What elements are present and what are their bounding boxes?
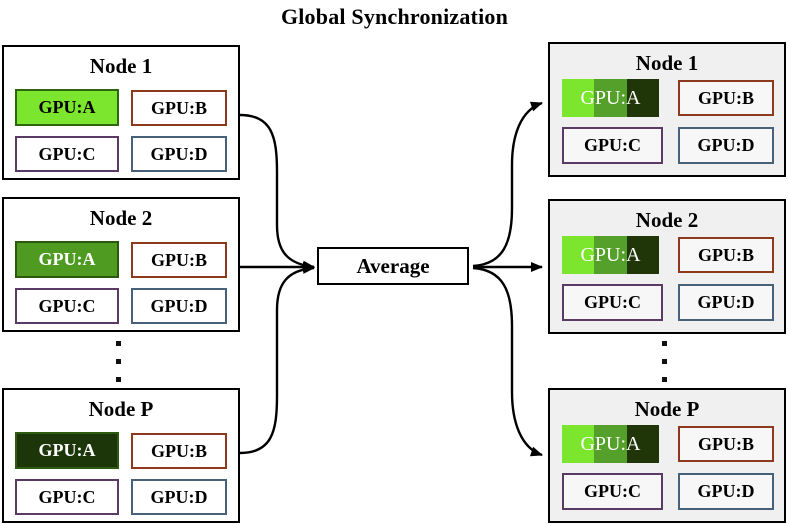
gpu-a-label: GPU:A (580, 432, 641, 455)
gpu-b-box: GPU:B (678, 237, 774, 273)
gpu-a-stripe-dark (626, 79, 659, 117)
arrow-average-to-right-nodep (472, 266, 543, 457)
gpu-b-box: GPU:B (131, 90, 227, 126)
gpu-a-gradient-box: GPU:A (562, 236, 659, 274)
gpu-a-label: GPU:A (580, 86, 641, 109)
gpu-a-stripe-light (562, 236, 595, 274)
gpu-b-box: GPU:B (678, 80, 774, 116)
gpu-a-box: GPU:A (15, 432, 119, 469)
gpu-a-box: GPU:A (15, 89, 119, 126)
arrow-average-to-right-node1 (472, 101, 543, 268)
gpu-a-stripe-mid (594, 425, 627, 463)
gpu-a-stripe-light (562, 79, 595, 117)
gpu-b-box: GPU:B (131, 242, 227, 278)
gpu-a-stripe-mid (594, 236, 627, 274)
right-node-p: Node P GPU:A GPU:B GPU:C GPU:D (548, 388, 786, 523)
gpu-d-box: GPU:D (678, 284, 774, 321)
right-node-1: Node 1 GPU:A GPU:B GPU:C GPU:D (548, 42, 786, 177)
vertical-ellipsis-left (2, 339, 236, 385)
gpu-d-box: GPU:D (131, 479, 227, 515)
arrow-left-nodep-to-average (239, 263, 315, 455)
gpu-a-stripe-mid (594, 79, 627, 117)
diagram-title: Global Synchronization (280, 4, 509, 29)
gpu-c-box: GPU:C (15, 136, 119, 172)
node-title: Node 2 (89, 206, 153, 230)
gpu-a-gradient-box: GPU:A (562, 425, 659, 463)
average-box: Average (317, 247, 469, 285)
node-title: Node P (634, 397, 700, 421)
arrow-left-node1-to-average (239, 113, 315, 271)
node-title: Node 1 (89, 54, 153, 78)
gpu-b-box: GPU:B (131, 433, 227, 469)
node-title: Node 2 (635, 208, 699, 232)
gpu-c-box: GPU:C (562, 284, 663, 321)
gpu-c-box: GPU:C (15, 288, 119, 324)
gpu-c-box: GPU:C (562, 127, 663, 164)
gpu-a-label: GPU:A (580, 243, 641, 266)
gpu-d-box: GPU:D (678, 127, 774, 164)
gpu-a-gradient-box: GPU:A (562, 79, 659, 117)
node-title: Node P (88, 397, 154, 421)
left-node-2: Node 2 GPU:A GPU:B GPU:C GPU:D (2, 197, 240, 332)
gpu-a-stripe-dark (626, 236, 659, 274)
right-node-2: Node 2 GPU:A GPU:B GPU:C GPU:D (548, 199, 786, 334)
gpu-a-box: GPU:A (15, 241, 119, 278)
left-node-1: Node 1 GPU:A GPU:B GPU:C GPU:D (2, 45, 240, 180)
gpu-d-box: GPU:D (678, 473, 774, 510)
gpu-d-box: GPU:D (131, 288, 227, 324)
node-title: Node 1 (635, 51, 699, 75)
gpu-c-box: GPU:C (15, 479, 119, 515)
gpu-a-stripe-dark (626, 425, 659, 463)
gpu-c-box: GPU:C (562, 473, 663, 510)
gpu-b-box: GPU:B (678, 426, 774, 462)
gpu-a-stripe-light (562, 425, 595, 463)
left-node-p: Node P GPU:A GPU:B GPU:C GPU:D (2, 388, 240, 523)
gpu-d-box: GPU:D (131, 136, 227, 172)
vertical-ellipsis-right (548, 339, 782, 385)
